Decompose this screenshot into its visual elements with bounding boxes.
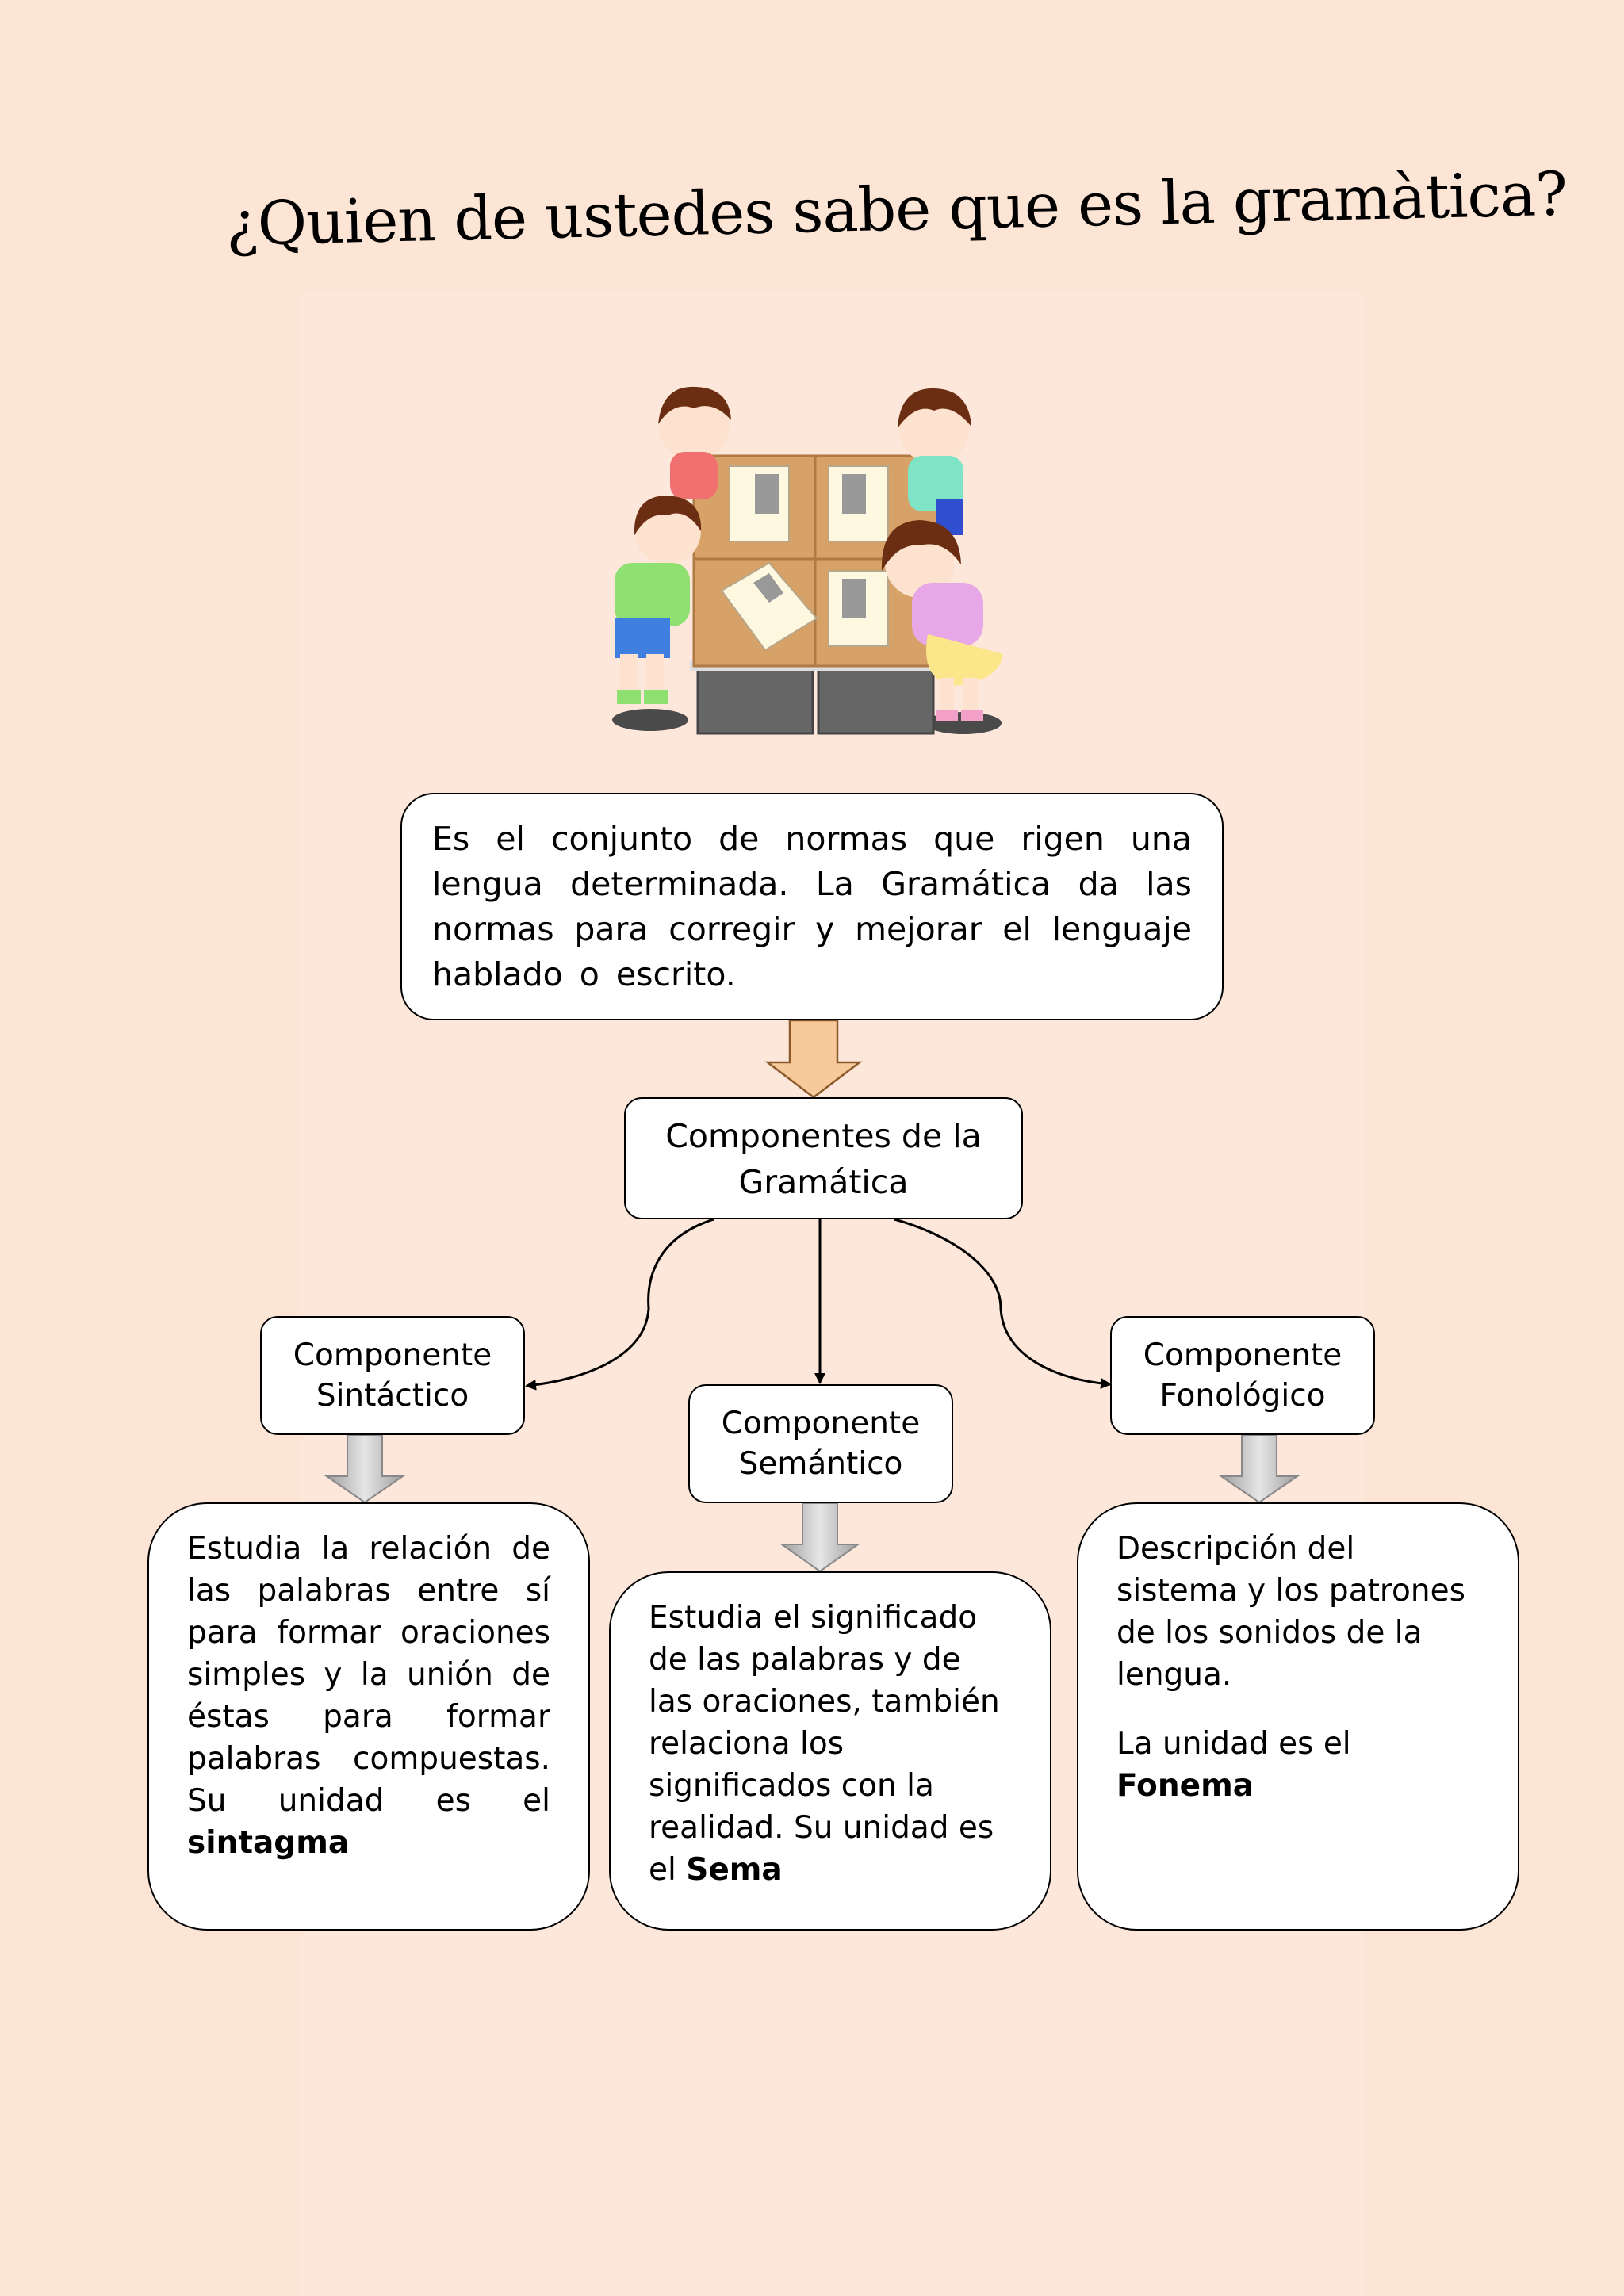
component-semantico-label-line1: Componente xyxy=(721,1406,921,1441)
component-fonologico-label-line1: Componente xyxy=(1143,1337,1342,1373)
component-fonologico-box: Componente Fonológico xyxy=(1110,1316,1375,1435)
definition-to-components-arrow xyxy=(764,1019,863,1099)
fonologico-unit-intro: La unidad es el xyxy=(1116,1726,1351,1762)
fonologico-unit-paragraph: La unidad es el Fonema xyxy=(1116,1723,1480,1807)
definition-box: Es el conjunto de normas que rigen una l… xyxy=(400,793,1224,1020)
components-box-label: Componentes de la Gramática xyxy=(665,1117,982,1201)
component-sintactico-label-line2: Sintáctico xyxy=(316,1378,469,1414)
semantico-description-text: Estudia el significado de las palabras y… xyxy=(649,1600,1000,1888)
definition-text: Es el conjunto de normas que rigen una l… xyxy=(432,820,1192,993)
semantico-description-box: Estudia el significado de las palabras y… xyxy=(609,1571,1051,1931)
sintactico-to-description-arrow xyxy=(324,1434,406,1504)
components-to-sintactico-connector xyxy=(525,1218,714,1391)
semantico-to-description-arrow xyxy=(779,1502,861,1573)
fonologico-unit: Fonema xyxy=(1116,1768,1254,1804)
component-semantico-label-line2: Semántico xyxy=(738,1446,903,1482)
sintactico-unit: sintagma xyxy=(187,1825,350,1861)
sintactico-description-box: Estudia la relación de las palabras entr… xyxy=(147,1502,590,1931)
component-sintactico-box: Componente Sintáctico xyxy=(260,1316,525,1435)
components-box: Componentes de la Gramática xyxy=(624,1097,1023,1219)
component-fonologico-label-line2: Fonológico xyxy=(1159,1378,1326,1414)
sintactico-description-text: Estudia la relación de las palabras entr… xyxy=(187,1531,550,1819)
fonologico-description-box: Descripción del sistema y los patrones d… xyxy=(1077,1502,1519,1931)
semantico-unit: Sema xyxy=(686,1852,783,1888)
fonologico-to-description-arrow xyxy=(1218,1434,1300,1504)
component-sintactico-label-line1: Componente xyxy=(293,1337,492,1373)
fonologico-description-text: Descripción del sistema y los patrones d… xyxy=(1116,1531,1465,1693)
children-studying-illustration xyxy=(612,386,1003,735)
components-to-fonologico-connector xyxy=(894,1218,1112,1389)
component-semantico-box: Componente Semántico xyxy=(688,1384,953,1503)
